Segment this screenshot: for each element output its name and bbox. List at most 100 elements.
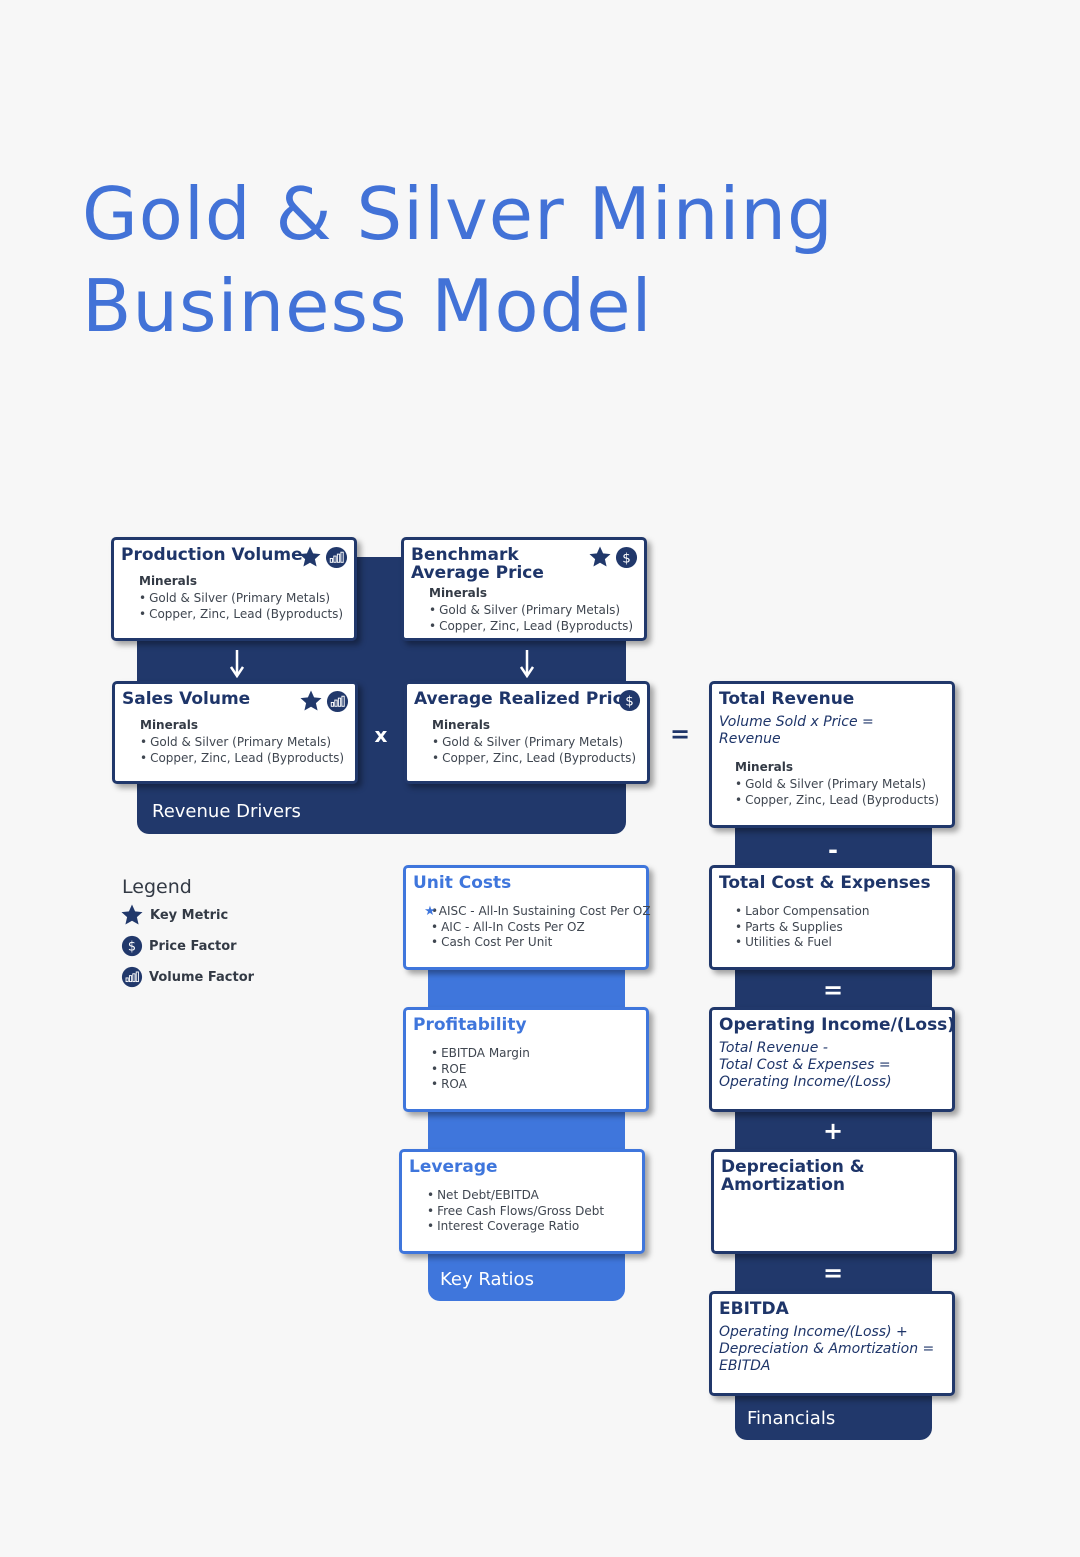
bullet-list: Gold & Silver (Primary Metals) Copper, Z… <box>735 777 944 808</box>
list-item: Copper, Zinc, Lead (Byproducts) <box>735 793 944 809</box>
bullet-list: EBITDA Margin ROE ROA <box>431 1046 638 1093</box>
list-item: AIC - All-In Costs Per OZ <box>431 920 638 936</box>
ebitda-title: EBITDA <box>719 1299 789 1319</box>
list-item: EBITDA Margin <box>431 1046 638 1062</box>
list-item: Utilities & Fuel <box>735 935 944 951</box>
financials-label: Financials <box>747 1408 836 1429</box>
list-item: Gold & Silver (Primary Metals) <box>432 735 639 751</box>
list-item: Copper, Zinc, Lead (Byproducts) <box>429 619 636 635</box>
total-cost-card: Total Cost & Expenses Labor Compensation… <box>709 865 955 970</box>
list-item: Gold & Silver (Primary Metals) <box>429 603 636 619</box>
leverage-title: Leverage <box>409 1157 498 1177</box>
multiply-operator: x <box>374 723 388 747</box>
star-icon: ★ <box>424 904 436 919</box>
page-title: Gold & Silver Mining Business Model <box>82 168 834 352</box>
profitability-card: Profitability EBITDA Margin ROE ROA <box>403 1007 649 1112</box>
bullet-list: Labor Compensation Parts & Supplies Util… <box>735 904 944 951</box>
total-cost-title: Total Cost & Expenses <box>719 873 931 893</box>
list-item: ROA <box>431 1077 638 1093</box>
minus-operator: - <box>828 836 838 864</box>
section-heading: Minerals <box>429 586 488 600</box>
arrow-down-icon <box>520 650 534 678</box>
revenue-drivers-label: Revenue Drivers <box>152 801 301 822</box>
section-heading: Minerals <box>735 760 794 774</box>
formula-line: Operating Income/(Loss) + <box>719 1324 908 1340</box>
star-icon <box>298 545 322 569</box>
formula-line: Total Cost & Expenses = <box>719 1057 891 1073</box>
title-line-2: Business Model <box>82 264 653 348</box>
list-item: Gold & Silver (Primary Metals) <box>139 591 346 607</box>
dollar-icon <box>615 546 638 569</box>
ebitda-card: EBITDA Operating Income/(Loss) + Depreci… <box>709 1291 955 1396</box>
production-volume-card: Production Volume Minerals Gold & Silver… <box>111 537 357 641</box>
list-item: Copper, Zinc, Lead (Byproducts) <box>139 607 346 623</box>
bullet-list: Gold & Silver (Primary Metals) Copper, Z… <box>139 591 346 622</box>
list-item: Gold & Silver (Primary Metals) <box>735 777 944 793</box>
bullet-list: Net Debt/EBITDA Free Cash Flows/Gross De… <box>427 1188 634 1235</box>
bullet-list: ★AISC - All-In Sustaining Cost Per OZ AI… <box>424 904 650 951</box>
arrow-down-icon <box>230 650 244 678</box>
da-card: Depreciation & Amortization <box>711 1149 957 1254</box>
total-revenue-card: Total Revenue Volume Sold x Price = Reve… <box>709 681 955 828</box>
section-heading: Minerals <box>140 718 199 732</box>
sales-volume-title: Sales Volume <box>122 689 251 709</box>
legend-item-price-factor: Price Factor <box>120 935 237 957</box>
dollar-icon <box>618 689 641 712</box>
dollar-icon <box>121 935 143 957</box>
total-revenue-title: Total Revenue <box>719 689 855 709</box>
leverage-card: Leverage Net Debt/EBITDA Free Cash Flows… <box>399 1149 645 1254</box>
star-icon <box>120 903 144 927</box>
star-icon <box>588 545 612 569</box>
unit-costs-title: Unit Costs <box>413 873 512 893</box>
formula-line: EBITDA <box>719 1358 771 1374</box>
formula-line: Depreciation & Amortization = <box>719 1341 935 1357</box>
star-icon <box>299 689 323 713</box>
bar-chart-icon <box>121 966 143 988</box>
plus-operator: + <box>822 1117 844 1145</box>
benchmark-price-title: Benchmark Average Price <box>411 545 544 583</box>
unit-costs-card: Unit Costs ★AISC - All-In Sustaining Cos… <box>403 865 651 970</box>
list-item: Interest Coverage Ratio <box>427 1219 634 1235</box>
equals-operator: = <box>822 1259 844 1287</box>
equals-operator: = <box>822 976 844 1004</box>
list-item: Net Debt/EBITDA <box>427 1188 634 1204</box>
da-title: Depreciation & Amortization <box>721 1157 865 1195</box>
bullet-list: Gold & Silver (Primary Metals) Copper, Z… <box>140 735 347 766</box>
list-item: Cash Cost Per Unit <box>431 935 638 951</box>
legend-item-key-metric: Key Metric <box>120 903 228 927</box>
list-item: Gold & Silver (Primary Metals) <box>140 735 347 751</box>
formula-line: Operating Income/(Loss) <box>719 1074 892 1090</box>
legend-item-volume-factor: Volume Factor <box>120 966 254 988</box>
production-volume-title: Production Volume <box>121 545 303 565</box>
title-line-1: Gold & Silver Mining <box>82 172 834 256</box>
bullet-list: Gold & Silver (Primary Metals) Copper, Z… <box>429 603 636 634</box>
legend-label: Key Metric <box>150 907 229 923</box>
list-item: ROE <box>431 1062 638 1078</box>
realized-price-title: Average Realized Price <box>414 689 635 709</box>
list-item: Copper, Zinc, Lead (Byproducts) <box>432 751 639 767</box>
list-item: Parts & Supplies <box>735 920 944 936</box>
bullet-list: Gold & Silver (Primary Metals) Copper, Z… <box>432 735 639 766</box>
bar-chart-icon <box>325 546 348 569</box>
list-item: Free Cash Flows/Gross Debt <box>427 1204 634 1220</box>
benchmark-price-card: Benchmark Average Price Minerals Gold & … <box>401 537 647 641</box>
operating-income-card: Operating Income/(Loss) Total Revenue - … <box>709 1007 955 1112</box>
list-item: Labor Compensation <box>735 904 944 920</box>
list-item: ★AISC - All-In Sustaining Cost Per OZ <box>424 904 650 920</box>
list-item-text: AISC - All-In Sustaining Cost Per OZ <box>438 904 651 918</box>
section-heading: Minerals <box>139 574 198 588</box>
total-revenue-formula: Volume Sold x Price = Revenue <box>719 714 874 747</box>
legend-title: Legend <box>122 876 192 898</box>
equals-operator: = <box>669 720 691 748</box>
list-item: Copper, Zinc, Lead (Byproducts) <box>140 751 347 767</box>
section-heading: Minerals <box>432 718 491 732</box>
legend-label: Price Factor <box>149 938 237 954</box>
formula-line: Total Revenue - <box>719 1040 828 1056</box>
sales-volume-card: Sales Volume Minerals Gold & Silver (Pri… <box>112 681 358 784</box>
operating-income-title: Operating Income/(Loss) <box>719 1015 956 1035</box>
key-ratios-label: Key Ratios <box>440 1269 534 1290</box>
operating-income-formula: Total Revenue - Total Cost & Expenses = … <box>719 1040 944 1091</box>
ebitda-formula: Operating Income/(Loss) + Depreciation &… <box>719 1324 944 1375</box>
realized-price-card: Average Realized Price Minerals Gold & S… <box>404 681 650 784</box>
profitability-title: Profitability <box>413 1015 527 1035</box>
